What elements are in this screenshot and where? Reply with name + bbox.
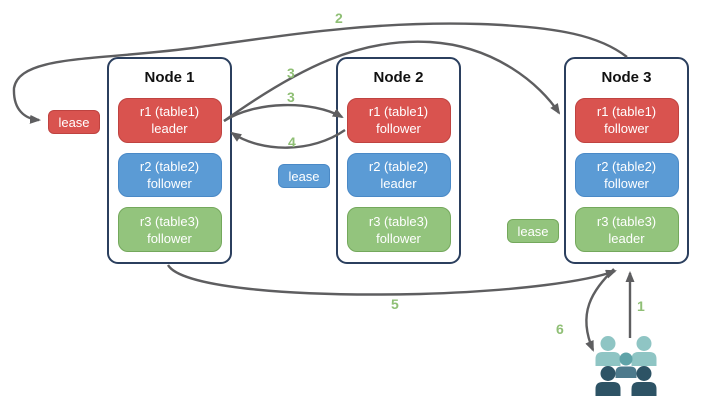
lease-badge-table1: lease	[48, 110, 100, 134]
replica-name: r2 (table2)	[368, 159, 429, 174]
replica-name: r3 (table3)	[368, 213, 429, 229]
step-label-1: 1	[637, 298, 645, 314]
lease-badge-table2: lease	[278, 164, 330, 188]
replica-role: follower	[376, 230, 421, 246]
node-1: Node 1 r1 (table1) leader r2 (table2) fo…	[107, 57, 232, 264]
step-label-3b: 3	[287, 89, 295, 105]
step-label-3a: 3	[287, 65, 295, 81]
node-3-replica-r3: r3 (table3) leader	[574, 207, 679, 253]
lease-badge-table3: lease	[507, 219, 559, 243]
node-1-replica-r1: r1 (table1) leader	[117, 98, 222, 143]
node-3-replica-r1: r1 (table1) follower	[574, 98, 679, 143]
replica-name: r1 (table1)	[596, 104, 657, 120]
users-group-icon	[595, 336, 657, 396]
node-2-replica-r1: r1 (table1) follower	[346, 98, 451, 143]
replica-name: r1 (table1)	[139, 104, 200, 120]
replica-role: leader	[151, 121, 188, 137]
replica-role: follower	[147, 176, 192, 191]
node-1-replica-r3: r3 (table3) follower	[117, 207, 222, 253]
step-label-2: 2	[335, 10, 343, 26]
node-3-replica-r2: r2 (table2) follower	[574, 152, 679, 198]
step-label-5: 5	[391, 296, 399, 312]
node-2-replica-r2: r2 (table2) leader	[346, 152, 451, 198]
replica-role: leader	[608, 230, 645, 246]
replica-role: follower	[376, 121, 421, 137]
replica-name: r2 (table2)	[596, 159, 657, 174]
replica-name: r3 (table3)	[139, 213, 200, 229]
node-1-replica-r2: r2 (table2) follower	[117, 152, 222, 198]
arrow-step-2	[12, 22, 628, 124]
replica-name: r1 (table1)	[368, 104, 429, 120]
arrow-step-5	[166, 264, 617, 296]
replica-role: leader	[380, 176, 417, 191]
replica-name: r3 (table3)	[596, 213, 657, 229]
replica-role: follower	[147, 230, 192, 246]
replica-role: follower	[604, 121, 649, 137]
replica-name: r2 (table2)	[139, 159, 200, 174]
node-3: Node 3 r1 (table1) follower r2 (table2) …	[564, 57, 689, 264]
step-label-6: 6	[556, 321, 564, 337]
step-label-4: 4	[288, 134, 296, 150]
node-3-title: Node 3	[601, 69, 652, 86]
node-2-title: Node 2	[373, 69, 424, 86]
node-2: Node 2 r1 (table1) follower r2 (table2) …	[336, 57, 461, 264]
node-1-title: Node 1	[144, 69, 195, 86]
arrow-step-3-to-node2	[223, 103, 344, 123]
node-2-replica-r3: r3 (table3) follower	[346, 207, 451, 253]
replica-role: follower	[604, 176, 649, 191]
